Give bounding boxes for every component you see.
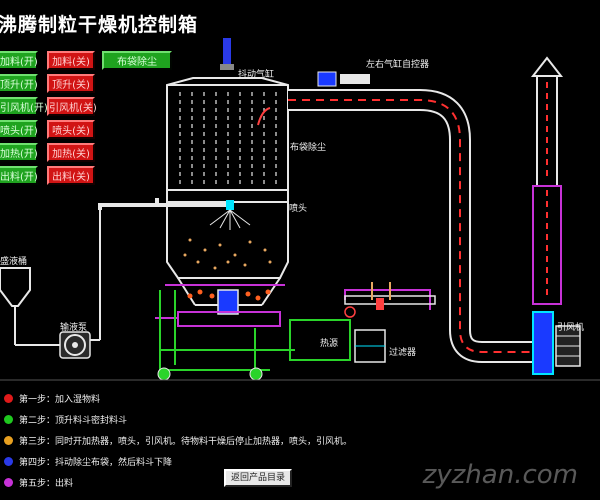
step-4-text: 第四步：抖动除尘布袋，然后料斗下降 <box>19 458 173 468</box>
step-5: 第五步：出料 <box>4 476 73 489</box>
step-3: 第三步：同时开加热器，喷头，引风机。待物料干燥后停止加热器，喷头，引风机。 <box>4 434 352 447</box>
label-filter: 过滤器 <box>389 348 417 358</box>
cart-wheel-right <box>249 367 263 381</box>
step-1: 第一步：加入湿物料 <box>4 392 100 405</box>
back-catalog-button[interactable]: 返回产品目录 <box>224 469 292 487</box>
step-4: 第四步：抖动除尘布袋，然后料斗下降 <box>4 455 172 468</box>
page-title: 沸腾制粒干燥机控制箱 <box>0 14 199 36</box>
watermark: zyzhan.com <box>422 460 578 490</box>
step-3-dot <box>4 436 13 445</box>
chimney <box>530 56 564 305</box>
shake-cylinder <box>223 38 231 66</box>
btn-heat-on[interactable]: 加热(开) <box>0 143 38 162</box>
cart-wheel-left <box>157 367 171 381</box>
step-1-dot <box>4 394 13 403</box>
btn-heat-off[interactable]: 加热(关) <box>47 143 95 162</box>
btn-fan-on[interactable]: 引风机(开) <box>0 97 48 116</box>
particles <box>183 238 272 301</box>
btn-nozzle-on[interactable]: 喷头(开) <box>0 120 38 139</box>
btn-fan-off[interactable]: 引风机(关) <box>47 97 97 116</box>
step-3-text: 第三步：同时开加热器，喷头，引风机。待物料干燥后停止加热器，喷头，引风机。 <box>19 437 353 447</box>
step-2-dot <box>4 415 13 424</box>
label-heat-source: 热源 <box>320 339 339 349</box>
label-pump: 输液泵 <box>60 323 88 333</box>
step-1-text: 第一步：加入湿物料 <box>19 395 101 405</box>
support-frame <box>159 290 351 371</box>
product-bowl <box>155 284 285 327</box>
step-2: 第二步：顶升料斗密封料斗 <box>4 413 127 426</box>
air-inlet <box>344 282 436 363</box>
step-2-text: 第二步：顶升料斗密封料斗 <box>19 416 128 426</box>
btn-dust-bag[interactable]: 布袋除尘 <box>102 51 172 70</box>
btn-feed-off[interactable]: 加料(关) <box>47 51 95 70</box>
step-5-text: 第五步：出料 <box>19 479 74 489</box>
filter-bags <box>179 92 277 185</box>
btn-discharge-off[interactable]: 出料(关) <box>47 166 95 185</box>
pump <box>59 331 91 359</box>
step-4-dot <box>4 457 13 466</box>
exhaust-duct <box>288 71 535 363</box>
step-5-dot <box>4 478 13 487</box>
btn-lift-on[interactable]: 顶升(开) <box>0 74 38 93</box>
label-bag-dust: 布袋除尘 <box>290 143 327 153</box>
label-shake-cylinder: 抖动气缸 <box>238 70 275 80</box>
nozzle <box>98 198 251 230</box>
btn-lift-off[interactable]: 顶升(关) <box>47 74 95 93</box>
dryer-body <box>166 77 289 306</box>
fan <box>532 311 581 375</box>
btn-discharge-on[interactable]: 出料(开) <box>0 166 38 185</box>
btn-nozzle-off[interactable]: 喷头(关) <box>47 120 95 139</box>
label-liquid-tank: 盛液桶 <box>0 257 28 267</box>
label-nozzle: 喷头 <box>289 204 308 214</box>
btn-feed-on[interactable]: 加料(开) <box>0 51 38 70</box>
label-fan: 引风机 <box>557 323 585 333</box>
label-lr-cylinder: 左右气缸自控器 <box>366 60 430 70</box>
